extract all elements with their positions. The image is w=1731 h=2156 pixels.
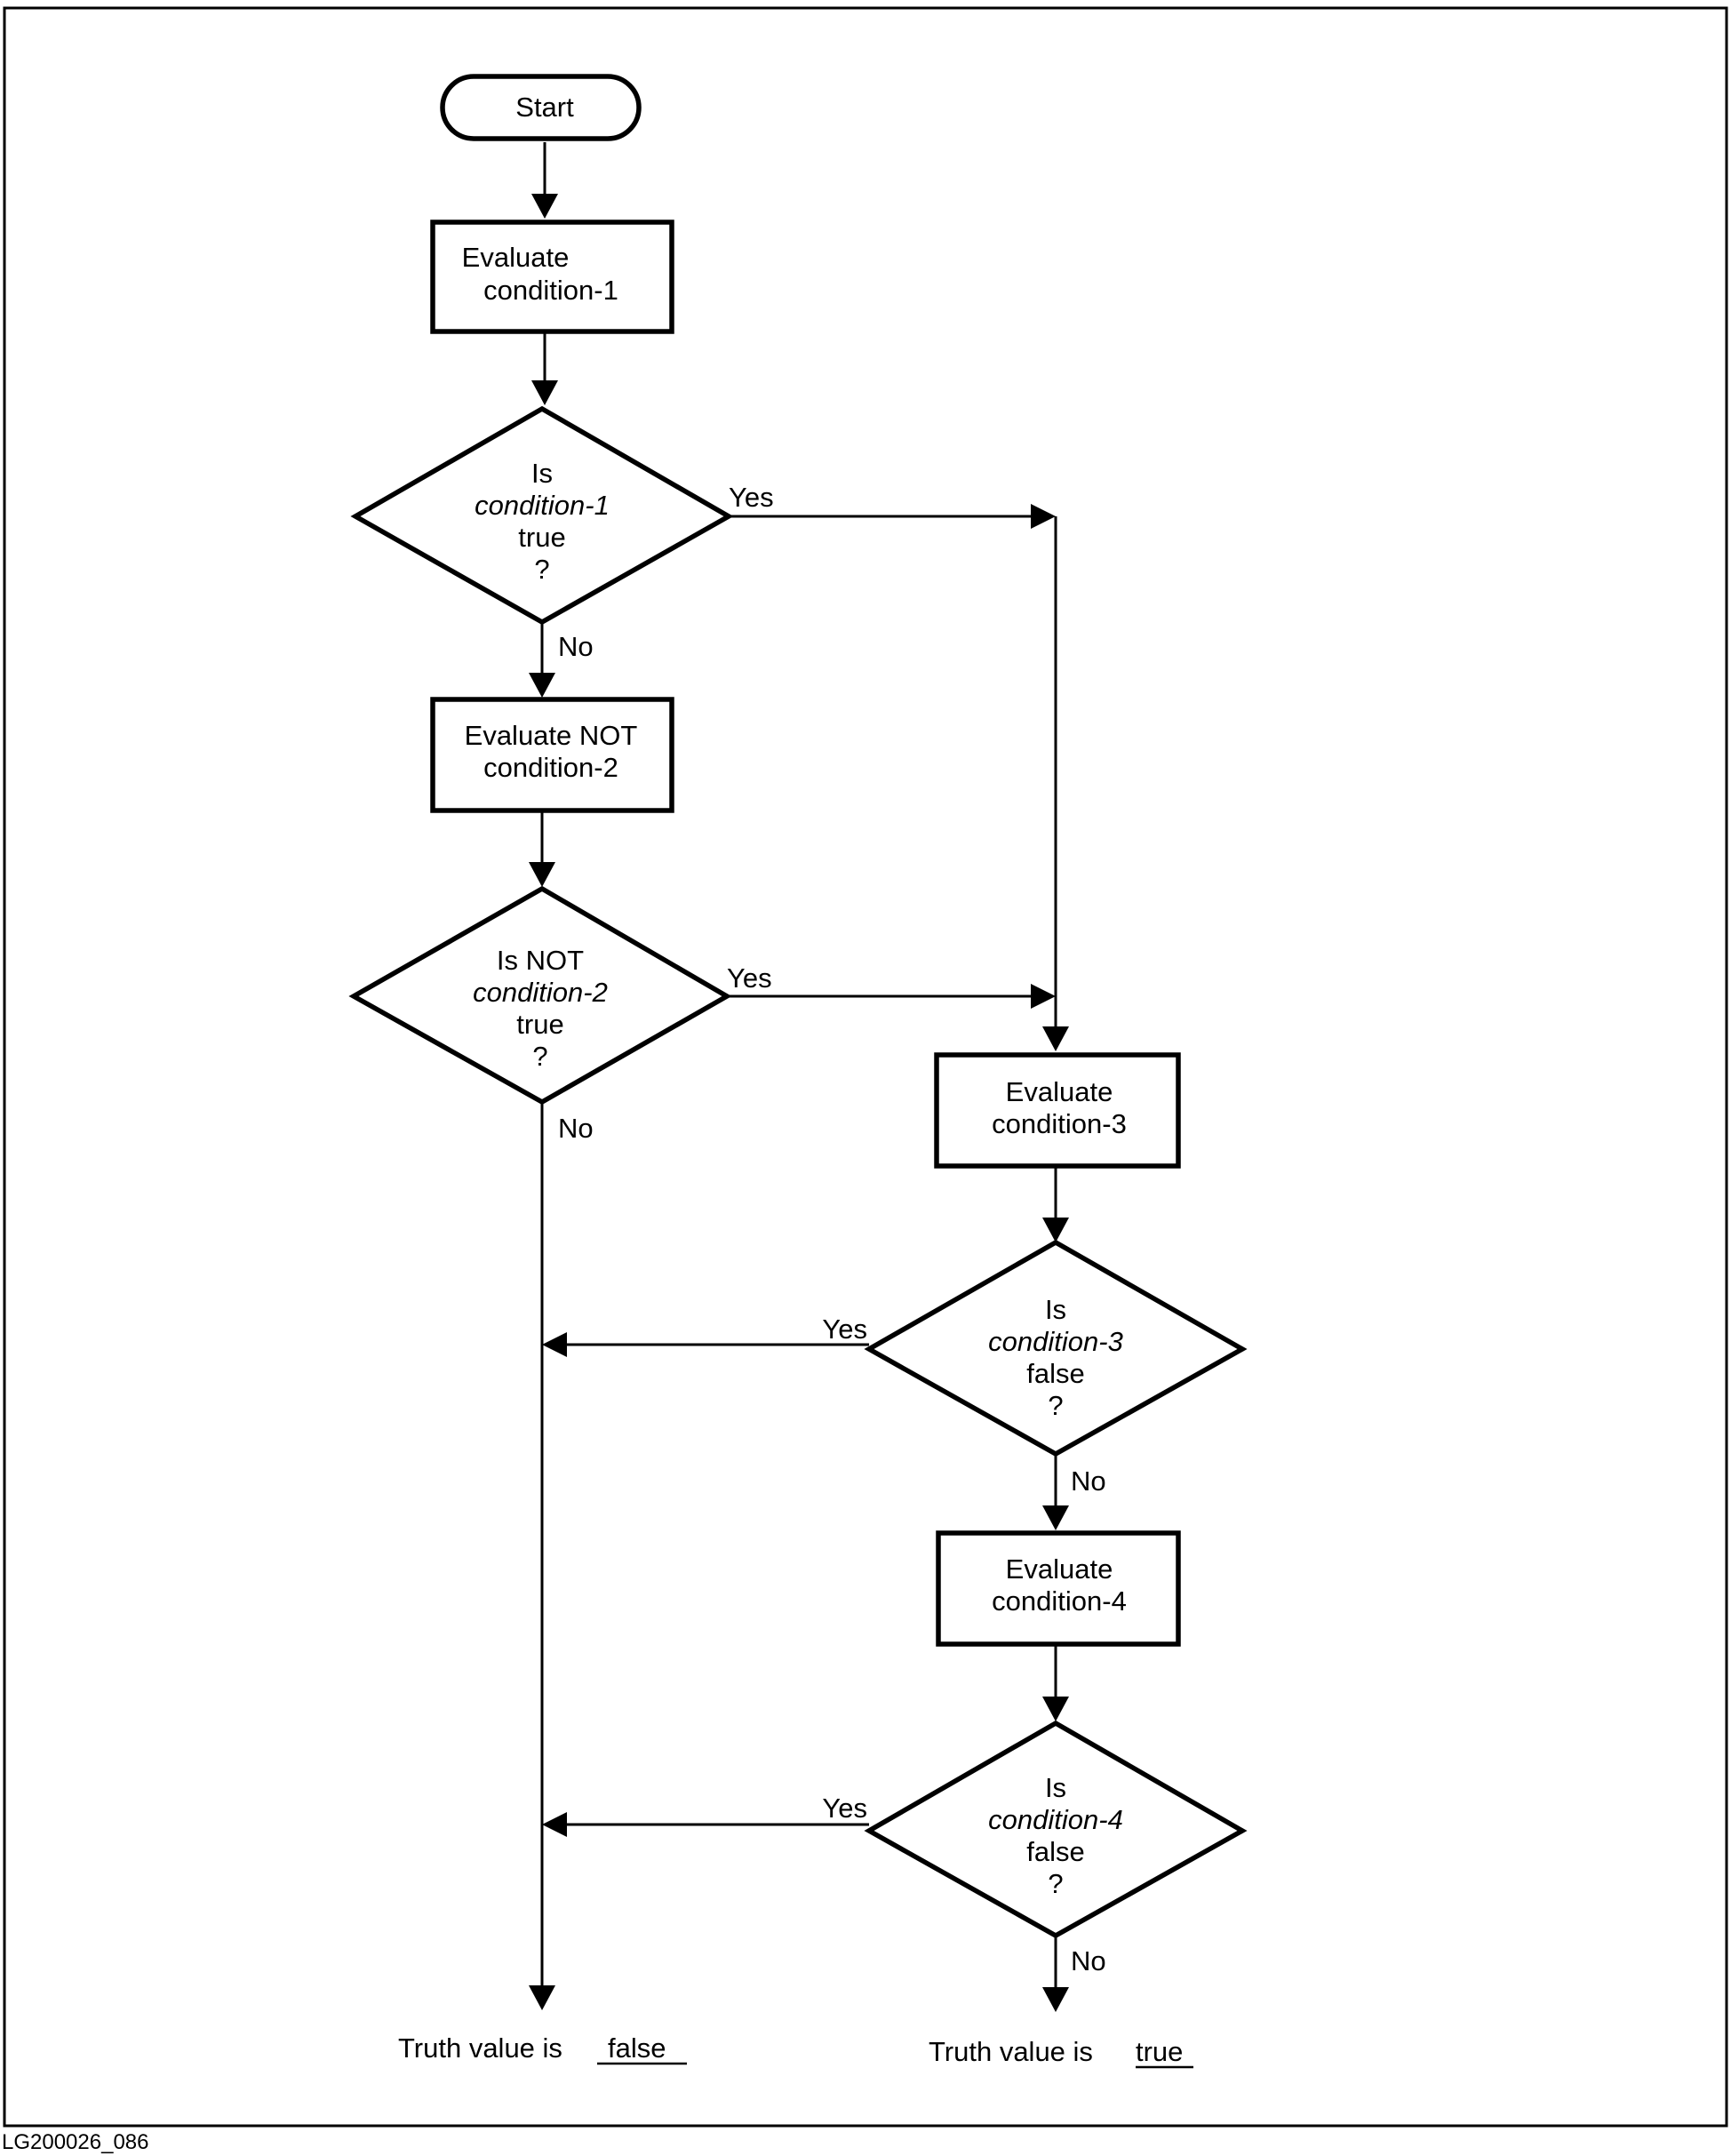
decision-label-line-1: Is [531,458,553,489]
arrowhead-decision3-no [1042,1505,1069,1530]
process-label-line-1: Evaluate NOT [465,720,638,751]
process-evaluate-condition-3: Evaluate condition-3 [934,1052,1181,1169]
arrowhead-into-false [529,1985,555,2010]
process-box [936,1530,1181,1647]
arrowhead-decision1-no [529,673,555,698]
process-box [430,697,674,813]
process-evaluate-condition-4: Evaluate condition-4 [936,1530,1181,1647]
arrowhead-decision2-yes [1031,984,1056,1009]
decision-label-line-3: false [1026,1358,1084,1389]
decision-label-line-4: ? [532,1041,547,1072]
figure-id-caption: LG200026_086 [2,2130,149,2154]
decision-label-line-2: condition-1 [475,490,610,521]
edge-label-decision3-no: No [1071,1465,1106,1497]
arrowhead-eval2-to-decision2 [529,862,555,887]
decision-condition-1-true: Is condition-1 true ? [350,405,734,626]
arrowhead-into-true [1042,1987,1069,2012]
edge-label-decision4-yes: Yes [822,1793,867,1824]
decision-condition-4-false: Is condition-4 false ? [864,1720,1248,1939]
decision-condition-3-false: Is condition-3 false ? [864,1239,1248,1457]
decision-label-line-3: false [1026,1836,1084,1867]
decision-diamond [864,1239,1248,1457]
decision-label-line-2: condition-2 [473,977,608,1008]
edge-label-decision2-no: No [558,1113,594,1144]
arrowhead-eval3-to-decision3 [1042,1218,1069,1242]
decision-label-line-4: ? [534,554,549,585]
decision-label-line-3: true [518,522,565,553]
process-label-line-2: condition-4 [992,1585,1127,1617]
edge-label-decision1-yes: Yes [729,482,774,513]
decision-diamond [348,885,732,1106]
start-terminal: Start [440,74,642,141]
process-evaluate-condition-1: Evaluate condition-1 [430,220,674,334]
process-label-line-1: Evaluate [1006,1553,1113,1585]
decision-label-line-2: condition-3 [988,1326,1123,1357]
arrowhead-decision3-yes [542,1332,567,1357]
edges [529,142,1069,2012]
process-label-line-2: condition-2 [483,752,618,783]
arrowhead-decision1-yes [1031,504,1056,529]
start-shape [440,74,642,141]
edge-label-decision3-yes: Yes [822,1314,867,1345]
decision-label-line-1: Is NOT [497,945,584,976]
arrowhead-eval1-to-decision1 [531,380,558,405]
start-label: Start [515,92,574,123]
process-label-line-2: condition-1 [483,275,618,306]
decision-diamond [864,1720,1248,1939]
decision-diamond [350,405,734,626]
arrowhead-decision4-yes [542,1812,567,1837]
edge-label-decision4-no: No [1071,1945,1106,1976]
decision-label-line-1: Is [1045,1772,1066,1803]
decision-label-line-2: condition-4 [988,1804,1123,1835]
process-evaluate-not-condition-2: Evaluate NOT condition-2 [430,697,674,813]
arrowhead-start-to-eval1 [531,194,558,219]
outcome-false-prefix: Truth value is [398,2032,562,2064]
process-box [430,220,674,334]
decision-not-condition-2-true: Is NOT condition-2 true ? [348,885,732,1106]
figure-frame [3,6,1728,2128]
arrowhead-into-eval3 [1042,1026,1069,1051]
outcome-true-value: true [1136,2036,1183,2067]
decision-label-line-3: true [516,1009,563,1040]
process-label-line-1: Evaluate [1006,1076,1113,1107]
process-label-line-1: Evaluate [462,242,570,273]
edge-label-decision2-yes: Yes [727,962,772,994]
outcome-false-value: false [608,2032,666,2064]
edge-labels: Yes No Yes No Yes No Yes No [558,482,1106,1976]
outcome-true-prefix: Truth value is [929,2036,1093,2067]
arrowhead-eval4-to-decision4 [1042,1697,1069,1721]
process-box [934,1052,1181,1169]
outcome-true: Truth value is true [929,2036,1193,2069]
outcome-false: Truth value is false [398,2032,687,2065]
decision-label-line-1: Is [1045,1294,1066,1325]
decision-label-line-4: ? [1048,1868,1063,1899]
process-label-line-2: condition-3 [992,1108,1127,1139]
decision-label-line-4: ? [1048,1390,1063,1421]
edge-label-decision1-no: No [558,631,594,662]
